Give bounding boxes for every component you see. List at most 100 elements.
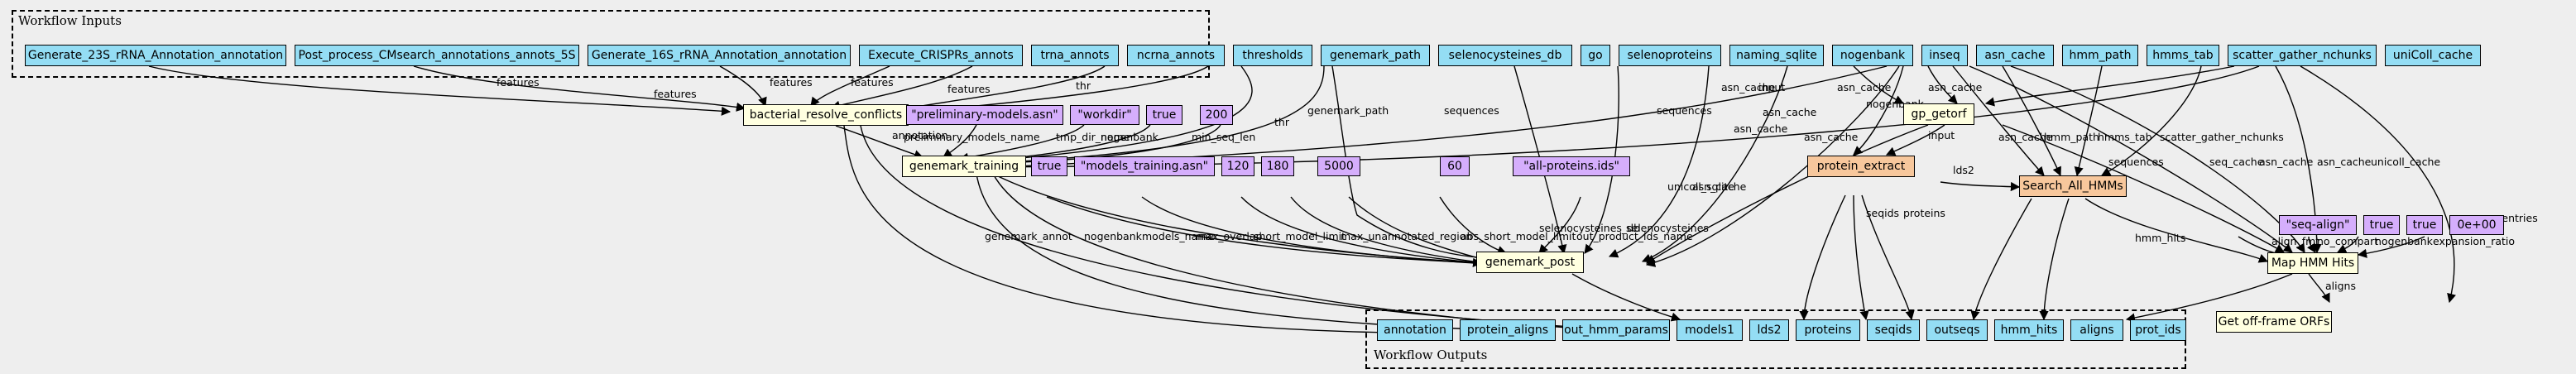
step-bacterial-resolve-conflicts[interactable]: bacterial_resolve_conflicts bbox=[743, 104, 909, 126]
output-hmm-hits[interactable]: hmm_hits bbox=[1994, 319, 2064, 341]
label-tmp-dir: tmp_dir_name bbox=[1056, 131, 1130, 143]
label-align-fmt: align_fmt bbox=[2271, 235, 2319, 247]
output-prot-ids[interactable]: prot_ids bbox=[2130, 319, 2186, 341]
edge-maphmm-aligns bbox=[2125, 273, 2293, 323]
const-60: 60 bbox=[1440, 156, 1470, 176]
label-sequences-2: sequences bbox=[1657, 104, 1712, 117]
label-asn-cache-3: asn_cache bbox=[1928, 81, 1983, 94]
input-go[interactable]: go bbox=[1581, 45, 1610, 66]
label-nogenbank-3: nogenbank bbox=[2375, 235, 2434, 247]
step-genemark-training[interactable]: genemark_training bbox=[902, 156, 1026, 177]
label-nogenbank-4: nogenbank bbox=[1084, 230, 1143, 242]
label-features-4: features bbox=[851, 76, 894, 89]
input-unicoll-cache[interactable]: uniColl_cache bbox=[2385, 45, 2481, 66]
edge-search-maphmm bbox=[2084, 198, 2269, 263]
const-true-4: true bbox=[2406, 215, 2443, 235]
edge-extract-search bbox=[1940, 181, 2021, 192]
edge-hmmstab-search bbox=[2074, 65, 2103, 177]
edge-inseq-getorf bbox=[1853, 65, 1905, 104]
step-protein-extract[interactable]: protein_extract bbox=[1807, 156, 1915, 177]
edge-120-post bbox=[1240, 196, 1491, 268]
const-true-2: true bbox=[1031, 156, 1067, 176]
edge-true4-maphmm bbox=[2336, 236, 2359, 253]
input-hmm-path[interactable]: hmm_path bbox=[2062, 45, 2138, 66]
edge-maphmm-offframe bbox=[2308, 273, 2330, 304]
label-short-model: short_model_limit bbox=[1254, 230, 1346, 242]
label-selcys: selenocysteines bbox=[1626, 222, 1709, 234]
output-models1[interactable]: models1 bbox=[1677, 319, 1743, 341]
label-seldb: selenocysteines_db bbox=[1539, 222, 1640, 234]
const-all-proteins: "all-proteins.ids" bbox=[1513, 156, 1630, 176]
output-aligns[interactable]: aligns bbox=[2070, 319, 2123, 341]
input-genemark-path[interactable]: genemark_path bbox=[1321, 45, 1430, 66]
output-outseqs[interactable]: outseqs bbox=[1926, 319, 1988, 341]
edge-asncache-getorf bbox=[1927, 65, 1958, 104]
edge-getorf-maphmm bbox=[2002, 124, 2285, 253]
input-asn-cache[interactable]: asn_cache bbox=[1976, 45, 2054, 66]
edge-gen16s-bacterial bbox=[719, 65, 767, 108]
label-models-name: models_name bbox=[1142, 230, 1214, 242]
label-input-1: input bbox=[1758, 81, 1785, 94]
label-min-seq-len: min_seq_len bbox=[1192, 131, 1255, 143]
const-workdir: "workdir" bbox=[1070, 105, 1139, 125]
step-gp-getorf[interactable]: gp_getorf bbox=[1903, 103, 1974, 125]
output-seqids[interactable]: seqids bbox=[1867, 319, 1920, 341]
label-asn-cache-10: asn_cache bbox=[2317, 156, 2372, 168]
input-thresholds[interactable]: thresholds bbox=[1233, 45, 1312, 66]
edge-unicoll-maphmm bbox=[2275, 65, 2322, 254]
input-nogenbank[interactable]: nogenbank bbox=[1832, 45, 1913, 66]
output-lds2[interactable]: lds2 bbox=[1749, 319, 1789, 341]
edge-genemarkpath-post bbox=[1331, 65, 1491, 263]
const-zero: 0e+00 bbox=[2449, 215, 2504, 235]
step-map-hmm-hits[interactable]: Map HMM Hits bbox=[2267, 252, 2358, 274]
input-generate-16s[interactable]: Generate_16S_rRNA_Annotation_annotation bbox=[588, 45, 851, 66]
label-sequences-1: sequences bbox=[1444, 104, 1499, 117]
label-nogenbank-1: nogenbank bbox=[1101, 131, 1159, 143]
input-post-process[interactable]: Post_process_CMsearch_annotations_annots… bbox=[295, 45, 579, 66]
edge-180-post bbox=[1290, 196, 1494, 268]
output-annotation[interactable]: annotation bbox=[1377, 319, 1453, 341]
edge-60-post bbox=[1439, 196, 1508, 255]
input-execute-crisprs[interactable]: Execute_CRISPRs_annots bbox=[859, 45, 1023, 66]
label-seq-cache: seq_cache bbox=[2209, 156, 2264, 168]
label-asn-cache-5: asn_cache bbox=[1734, 122, 1788, 135]
input-selenocysteines-db[interactable]: selenocysteines_db bbox=[1438, 45, 1572, 66]
step-get-offframe-orfs[interactable]: Get off-frame ORFs bbox=[2216, 311, 2332, 333]
output-proteins[interactable]: proteins bbox=[1796, 319, 1860, 341]
label-features-1: features bbox=[496, 76, 540, 89]
edge-asncache-extract bbox=[1853, 65, 1904, 156]
edge-extract-proteins bbox=[1853, 194, 1869, 321]
label-asn-cache-6: asn_cache bbox=[1804, 131, 1859, 143]
label-hmm-hits: hmm_hits bbox=[2135, 232, 2185, 244]
step-genemark-post[interactable]: genemark_post bbox=[1476, 252, 1584, 273]
input-generate-23s[interactable]: Generate_23S_rRNA_Annotation_annotation bbox=[25, 45, 286, 66]
input-naming-sqlite[interactable]: naming_sqlite bbox=[1729, 45, 1824, 66]
edge-bacterial-out-annotation bbox=[843, 125, 1392, 338]
output-out-hmm-params[interactable]: out_hmm_params bbox=[1562, 319, 1670, 341]
input-inseq[interactable]: inseq bbox=[1921, 45, 1968, 66]
edge-training-protein-aligns bbox=[976, 173, 1483, 334]
const-models-training: "models_training.asn" bbox=[1074, 156, 1215, 176]
edge-naming-post bbox=[1608, 65, 1710, 258]
input-hmms-tab[interactable]: hmms_tab bbox=[2147, 45, 2219, 66]
workflow-inputs-cluster bbox=[12, 10, 1210, 78]
output-protein-aligns[interactable]: protein_aligns bbox=[1460, 319, 1556, 341]
const-true-1: true bbox=[1146, 105, 1182, 125]
input-scatter-gather[interactable]: scatter_gather_nchunks bbox=[2228, 45, 2377, 66]
edge-scatter-search bbox=[2101, 65, 2202, 176]
const-200: 200 bbox=[1200, 105, 1233, 125]
edge-extract-seqids bbox=[1861, 194, 1915, 321]
step-search-all-hmms[interactable]: Search_All_HMMs bbox=[2019, 175, 2127, 197]
edge-search-outseqs bbox=[1970, 198, 2032, 321]
edge-unicoll-getorf bbox=[1984, 65, 2235, 107]
const-5000: 5000 bbox=[1317, 156, 1360, 176]
label-thr-2: thr bbox=[1274, 116, 1290, 128]
input-selenoproteins[interactable]: selenoproteins bbox=[1619, 45, 1721, 66]
label-features-2: features bbox=[654, 88, 697, 100]
label-proteins-1: proteins bbox=[1903, 207, 1945, 219]
input-trna-annots[interactable]: trna_annots bbox=[1031, 45, 1119, 66]
input-ncrna-annots[interactable]: ncrna_annots bbox=[1127, 45, 1225, 66]
edge-true3-maphmm bbox=[2307, 236, 2316, 253]
edge-extract-lds2 bbox=[1799, 194, 1846, 321]
